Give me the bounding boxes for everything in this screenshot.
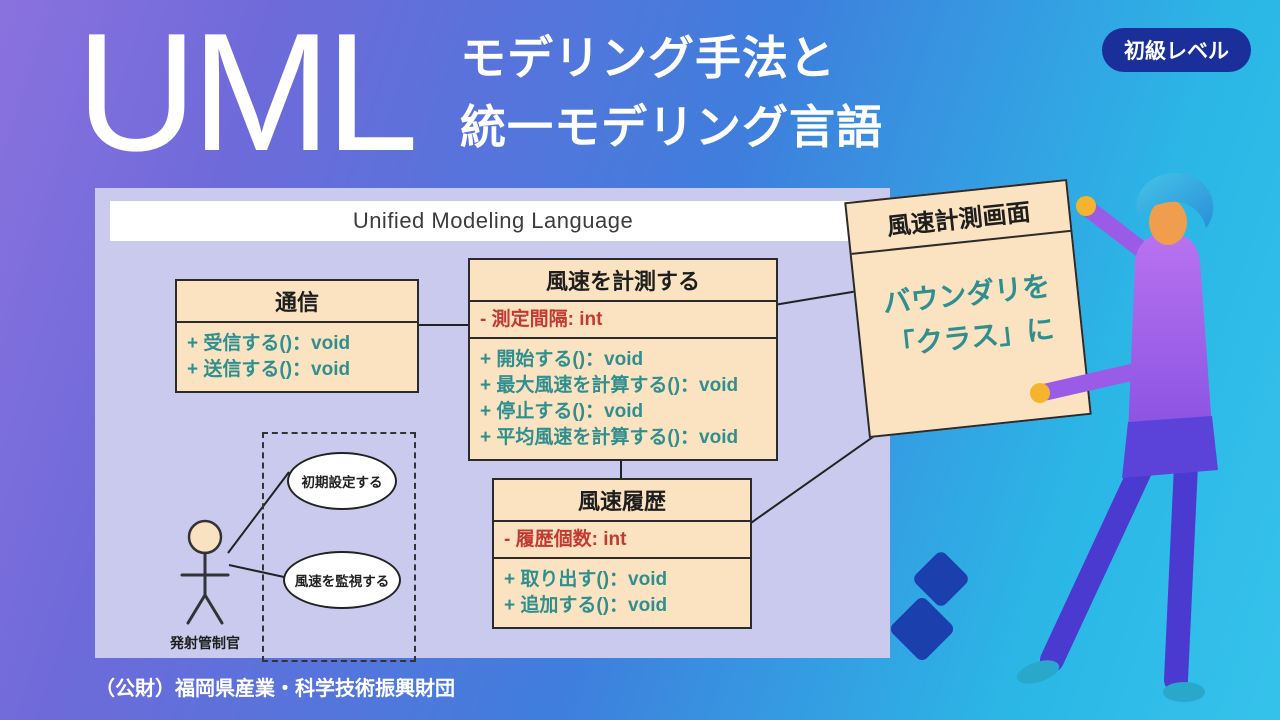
panel-title: Unified Modeling Language <box>110 201 876 241</box>
usecase-monitor-windspeed: 風速を監視する <box>283 551 401 609</box>
class-box-measure-windspeed: 風速を計測する - 測定間隔: int + 開始する()：void + 最大風速… <box>468 258 778 461</box>
actor-figure-icon <box>180 519 230 625</box>
diamond-decoration <box>888 595 956 663</box>
class-method: + 開始する()：void <box>480 349 644 370</box>
class-name: 風速を計測する <box>470 260 776 302</box>
main-title: UML <box>76 0 419 186</box>
class-attribute: - 測定間隔: int <box>480 309 603 330</box>
class-attribute: - 履歴個数: int <box>504 529 627 550</box>
class-method: + 追加する()：void <box>504 595 668 616</box>
actor-label: 発射管制官 <box>170 635 240 651</box>
class-box-communication: 通信 + 受信する()：void + 送信する()：void <box>175 279 419 393</box>
subtitle: モデリング手法と 統一モデリング言語 <box>460 24 883 162</box>
usecase-initial-setup: 初期設定する <box>287 452 397 510</box>
class-method: + 送信する()：void <box>187 359 351 380</box>
class-method: + 取り出す()：void <box>504 569 668 590</box>
subtitle-line-1: モデリング手法と <box>460 32 836 84</box>
callout-board: 風速計測画面 バウンダリを 「クラス」に <box>844 178 1092 439</box>
level-badge: 初級レベル <box>1102 28 1251 72</box>
class-method: + 平均風速を計算する()：void <box>480 427 739 448</box>
class-method: + 停止する()：void <box>480 401 644 422</box>
class-method: + 最大風速を計算する()：void <box>480 375 739 396</box>
footer-credit: （公財）福岡県産業・科学技術振興財団 <box>95 678 455 700</box>
class-box-windspeed-history: 風速履歴 - 履歴個数: int + 取り出す()：void + 追加する()：… <box>492 478 752 629</box>
class-name: 通信 <box>177 281 417 323</box>
class-name: 風速履歴 <box>494 480 750 522</box>
class-method: + 受信する()：void <box>187 333 351 354</box>
subtitle-line-2: 統一モデリング言語 <box>460 101 883 153</box>
